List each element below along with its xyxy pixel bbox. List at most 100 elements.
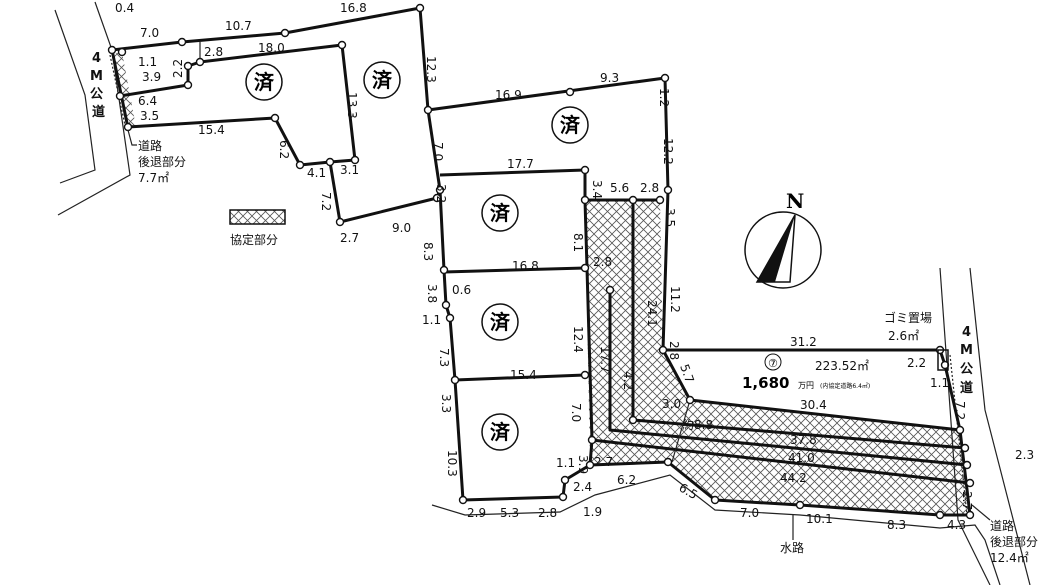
lot-price-unit: 万円	[798, 381, 814, 390]
dimension-label: 44.2	[780, 471, 807, 485]
sold-label: 済	[372, 68, 393, 92]
survey-point	[710, 495, 720, 505]
garbage-area: ゴミ置場 2.6㎡	[884, 310, 949, 371]
sold-mark: 済	[481, 303, 519, 341]
survey-point	[445, 313, 455, 323]
dimension-label: 2.8	[667, 341, 681, 360]
road-name: 道	[960, 380, 973, 396]
survey-point	[960, 443, 970, 453]
garbage-label: ゴミ置場	[884, 310, 932, 325]
survey-point	[560, 475, 570, 485]
survey-point	[325, 157, 335, 167]
survey-point	[337, 40, 347, 50]
dimension-label: 2.2	[171, 59, 185, 78]
dimension-label: 24.1	[645, 300, 659, 327]
dimension-label: 2.9	[467, 506, 486, 520]
dimension-label: 2.4	[573, 480, 592, 494]
survey-point	[183, 80, 193, 90]
agreement-area-setback	[113, 52, 136, 128]
dimension-label: 11.2	[668, 286, 682, 313]
survey-point	[432, 193, 442, 203]
dimension-label: 2.8	[204, 45, 223, 59]
survey-point	[350, 155, 360, 165]
dimension-label: 16.9	[495, 88, 522, 102]
survey-point	[435, 185, 445, 195]
dimension-label: 0.6	[452, 283, 471, 297]
dimension-label: 1.9	[583, 505, 602, 519]
survey-point	[270, 113, 280, 123]
sold-mark: 済	[481, 194, 519, 232]
sold-label: 済	[254, 70, 275, 94]
survey-point	[415, 3, 425, 13]
dimension-label: 31.2	[790, 335, 817, 349]
dimension-label: 5.3	[500, 506, 519, 520]
dimension-label: 41.0	[788, 451, 815, 465]
setback-right: 道路 後退部分 12.4㎡	[971, 504, 1038, 565]
setback-left: 道路 後退部分 7.7㎡	[127, 129, 186, 185]
dimension-label: 2.8	[593, 255, 612, 269]
road-right-label: 4 M 公 道	[960, 325, 973, 396]
survey-point	[117, 47, 127, 57]
sold-marks: 済済済済済済	[245, 61, 589, 451]
waterway-label: 水路	[780, 540, 804, 555]
survey-point	[458, 495, 468, 505]
dimension-label: 1.1	[556, 456, 575, 470]
survey-point	[558, 492, 568, 502]
dimension-label: 6.4	[138, 94, 157, 108]
survey-point	[955, 425, 965, 435]
setback-area: 7.7㎡	[138, 171, 169, 185]
dimension-label: 0.4	[115, 1, 134, 15]
dimension-label: 4.1	[307, 166, 326, 180]
dimension-label: 3.0	[662, 397, 681, 411]
road-name: 道	[92, 104, 105, 120]
road-width: 4	[92, 51, 101, 66]
survey-point	[660, 73, 670, 83]
survey-point	[605, 285, 615, 295]
dimension-label: 3.5	[663, 208, 677, 227]
dimension-label: 3.8	[425, 284, 439, 303]
survey-point	[965, 478, 975, 488]
sold-mark: 済	[551, 106, 589, 144]
dimension-label: 7.0	[431, 142, 445, 161]
setback-label: 道路	[990, 518, 1014, 533]
dimension-label: 7.0	[569, 403, 583, 422]
survey-point	[123, 122, 133, 132]
dimension-label: 2.7	[594, 455, 613, 469]
compass-icon: N	[744, 189, 822, 289]
survey-point	[450, 375, 460, 385]
dimension-label: 7.2	[319, 192, 333, 211]
dimension-label: 5.7	[677, 362, 697, 385]
legend-label: 協定部分	[230, 232, 278, 247]
dimension-label: 7.0	[140, 26, 159, 40]
survey-point	[655, 195, 665, 205]
dimension-label: 3.2	[434, 184, 448, 203]
road-name: 公	[960, 362, 973, 377]
dimension-label: 7.0	[740, 506, 759, 520]
survey-point	[580, 195, 590, 205]
dimension-label: 3.9	[576, 455, 590, 474]
dimension-label: 1.1	[930, 376, 949, 390]
survey-point	[115, 91, 125, 101]
survey-point	[107, 45, 117, 55]
dimension-label: 15.4	[510, 368, 537, 382]
dimension-label: 30.4	[800, 398, 827, 412]
dimension-label: 12.4	[571, 326, 585, 353]
dimension-label: 1.1	[138, 55, 157, 69]
dimension-label: 37.8	[790, 433, 817, 447]
dimension-label: 4.2	[621, 371, 635, 390]
dimension-label: 3.1	[340, 163, 359, 177]
dimension-label: 3.3	[439, 394, 453, 413]
survey-point	[183, 61, 193, 71]
survey-point	[439, 265, 449, 275]
survey-point	[195, 57, 205, 67]
dimension-label: 9.3	[600, 71, 619, 85]
road-name: 公	[90, 87, 103, 102]
dimension-label: 17.7	[507, 157, 534, 171]
lot-7-info[interactable]: ⑦ 223.52㎡ 1,680 万円 (内協定道路6.4㎡)	[742, 353, 870, 392]
dimension-label: 1.2	[657, 88, 671, 107]
road-left-lines	[54, 1, 131, 216]
survey-point	[295, 160, 305, 170]
dimension-label: 9.0	[392, 221, 411, 235]
dimension-label: 1.1	[422, 313, 441, 327]
